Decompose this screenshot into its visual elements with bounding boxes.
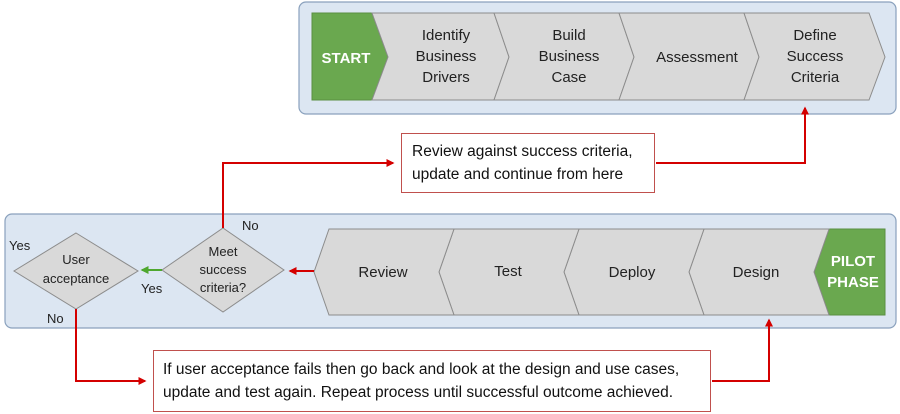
start-label: START [322, 50, 371, 67]
review-note-line-2: update and continue from here [412, 166, 624, 183]
step-identify-line-3: Drivers [422, 69, 470, 86]
step-identify-line-2: Business [416, 48, 477, 65]
review-note-line-1: Review against success criteria, [412, 143, 633, 160]
decision-success-line-2: success [200, 262, 247, 277]
review-note: Review against success criteria, update … [401, 133, 655, 193]
step-identify-line-1: Identify [422, 27, 471, 44]
pilot-badge-line-2: PHASE [827, 274, 879, 291]
edge-label-success-yes: Yes [141, 281, 163, 296]
decision-meet-success-criteria [161, 227, 285, 313]
decision-success-line-3: criteria? [200, 280, 246, 295]
step-define-line-3: Criteria [791, 69, 840, 86]
step-design-label: Design [733, 264, 780, 281]
connector-success-no-to-review-note [222, 159, 395, 228]
acceptance-note: If user acceptance fails then go back an… [153, 350, 711, 412]
step-define-line-1: Define [793, 27, 836, 44]
acceptance-note-line-1: If user acceptance fails then go back an… [163, 361, 680, 378]
pilot-badge-line-1: PILOT [831, 253, 875, 270]
decision-acceptance-line-1: User [62, 252, 90, 267]
connector-acceptance-no-to-note [75, 309, 147, 385]
edge-label-acceptance-yes: Yes [9, 238, 31, 253]
decision-acceptance-line-2: acceptance [43, 271, 110, 286]
step-review-label: Review [358, 264, 407, 281]
step-deploy-label: Deploy [609, 264, 656, 281]
edge-label-success-no: No [242, 218, 259, 233]
connector-note-to-define-criteria [656, 106, 809, 164]
step-define-success-criteria [743, 12, 886, 101]
step-build-line-1: Build [552, 27, 585, 44]
connector-note-to-design [712, 318, 773, 382]
step-build-line-3: Case [551, 69, 586, 86]
decision-success-line-1: Meet [209, 244, 238, 259]
step-assessment-label: Assessment [656, 49, 739, 66]
step-test-label: Test [494, 263, 522, 280]
acceptance-note-line-2: update and test again. Repeat process un… [163, 384, 674, 401]
step-define-line-2: Success [787, 48, 844, 65]
step-build-line-2: Business [539, 48, 600, 65]
edge-label-acceptance-no: No [47, 311, 64, 326]
